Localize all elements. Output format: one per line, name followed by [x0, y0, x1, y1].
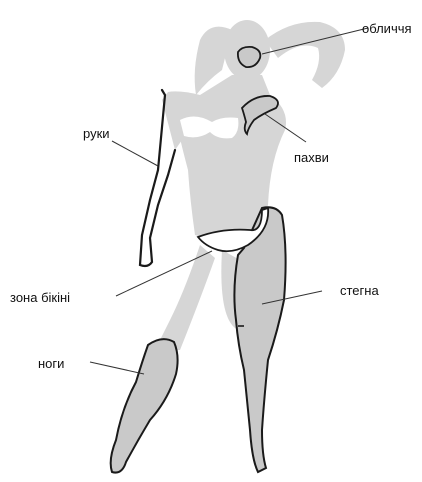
label-bikini: зона бікіні: [10, 291, 70, 304]
label-thighs: стегна: [340, 284, 379, 297]
arms-leader: [112, 141, 158, 166]
lower-leg: [111, 339, 178, 472]
label-face: обличчя: [362, 22, 412, 35]
legs-leader: [90, 362, 144, 374]
label-legs: ноги: [38, 357, 64, 370]
face-zone: [238, 47, 260, 67]
label-armpits: пахви: [294, 151, 329, 164]
label-arms: руки: [83, 127, 110, 140]
